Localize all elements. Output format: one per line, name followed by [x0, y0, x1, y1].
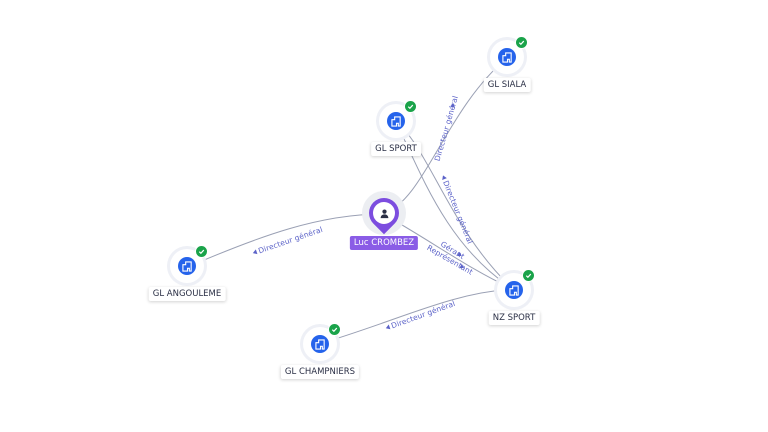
company-label: GL ANGOULEME: [148, 287, 226, 301]
person-label: Luc CROMBEZ: [349, 236, 419, 250]
verified-check-icon: [195, 245, 208, 258]
company-label: NZ SPORT: [488, 311, 540, 325]
edge-nz-sport-gl-champniers: [318, 288, 514, 345]
verified-check-icon: [515, 36, 528, 49]
edge-gl-sport-nz-sport-2: [394, 119, 514, 290]
edge-person-gl-angouleme: [189, 213, 384, 267]
svg-text:Directeur général: Directeur général: [441, 179, 475, 245]
verified-check-icon: [328, 323, 341, 336]
company-badge: [170, 245, 208, 283]
edge-label-gl-sport-nz-sport-1: Directeur général: [441, 175, 475, 245]
company-badge: [379, 100, 417, 138]
company-label: GL SIALA: [483, 78, 531, 92]
company-building-icon: [505, 281, 523, 299]
company-building-icon: [387, 112, 405, 130]
company-label: GL SPORT: [371, 142, 421, 156]
company-badge: [497, 269, 535, 307]
edge-label-person-gl-siala: Directeur général: [433, 95, 460, 162]
verified-check-icon: [404, 100, 417, 113]
company-building-icon: [311, 335, 329, 353]
edge-label-nz-sport-gl-champniers: Directeur général: [385, 299, 457, 331]
edge-label-person-gl-angouleme: Directeur général: [252, 225, 324, 255]
company-badge: [490, 36, 528, 74]
verified-check-icon: [522, 269, 535, 282]
person-icon: [373, 202, 395, 224]
company-badge: [303, 323, 341, 361]
company-label: GL CHAMPNIERS: [280, 365, 360, 379]
svg-text:Directeur général: Directeur général: [433, 95, 460, 162]
svg-text:Directeur général: Directeur général: [390, 299, 457, 331]
svg-text:Directeur général: Directeur général: [257, 225, 324, 255]
company-building-icon: [498, 48, 516, 66]
company-building-icon: [178, 257, 196, 275]
